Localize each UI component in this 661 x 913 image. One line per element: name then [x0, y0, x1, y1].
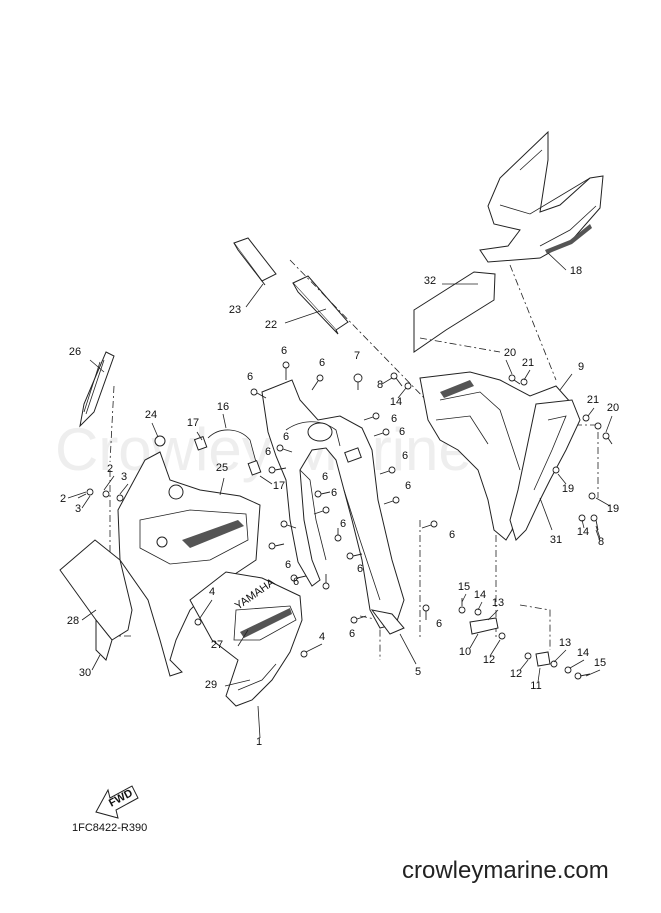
site-url: crowleymarine.com [402, 857, 609, 884]
upper-cowl-part-18 [479, 130, 604, 263]
callout-12: 12 [510, 668, 522, 680]
bracket-frame [261, 379, 405, 635]
callout-6: 6 [247, 371, 253, 383]
callout-4: 4 [319, 631, 325, 643]
callout-6: 6 [285, 559, 291, 571]
callout-15: 15 [458, 581, 470, 593]
callout-26: 26 [69, 346, 81, 358]
callout-6: 6 [265, 446, 271, 458]
inner-panel-part-31 [509, 399, 581, 541]
callout-30: 30 [79, 667, 91, 679]
callout-6: 6 [340, 518, 346, 530]
leader-lines [67, 359, 613, 677]
callout-14: 14 [577, 526, 589, 538]
callout-6: 6 [331, 487, 337, 499]
callout-20: 20 [504, 347, 516, 359]
callout-8: 8 [598, 536, 604, 548]
callout-16: 16 [217, 401, 229, 413]
callout-17: 17 [187, 417, 199, 429]
callout-17: 17 [273, 480, 285, 492]
callout-27: 27 [211, 639, 223, 651]
callout-11: 11 [530, 680, 541, 692]
callout-6: 6 [357, 563, 363, 575]
callout-6: 6 [402, 450, 408, 462]
callout-18: 18 [570, 265, 582, 277]
callout-8: 8 [377, 379, 383, 391]
callout-24: 24 [145, 409, 157, 421]
grommet-part-17 [193, 435, 262, 476]
callout-6: 6 [349, 628, 355, 640]
callout-23: 23 [229, 304, 241, 316]
callout-7: 7 [354, 350, 360, 362]
callout-29: 29 [205, 679, 217, 691]
callout-4: 4 [209, 586, 215, 598]
clip-part-24 [154, 435, 166, 447]
fwd-arrow-icon: FWD [95, 785, 139, 819]
trim-part-30 [95, 618, 113, 661]
callout-19: 19 [607, 503, 619, 515]
callout-6: 6 [436, 618, 442, 630]
callout-6: 6 [293, 576, 299, 588]
callout-6: 6 [399, 426, 405, 438]
callout-14: 14 [577, 647, 589, 659]
callout-10: 10 [459, 646, 471, 658]
callout-25: 25 [216, 462, 228, 474]
panel-part-32 [413, 271, 496, 353]
callout-20: 20 [607, 402, 619, 414]
callout-21: 21 [522, 357, 534, 369]
callout-14: 14 [390, 396, 402, 408]
callout-6: 6 [319, 357, 325, 369]
callout-6: 6 [405, 480, 411, 492]
callout-6: 6 [283, 431, 289, 443]
callout-6: 6 [391, 413, 397, 425]
callout-5: 5 [415, 666, 421, 678]
side-cowl-part-1 [189, 571, 303, 707]
callout-19: 19 [562, 483, 574, 495]
callout-14: 14 [474, 589, 486, 601]
fasteners [77, 361, 613, 683]
callout-2: 2 [107, 463, 113, 475]
callout-21: 21 [587, 394, 599, 406]
callout-31: 31 [550, 534, 562, 546]
pad-part-23 [233, 237, 277, 286]
watermark: Crowley Marine [55, 416, 472, 483]
callout-32: 32 [424, 275, 436, 287]
callout-15: 15 [594, 657, 606, 669]
callout-6: 6 [281, 345, 287, 357]
callout-6: 6 [449, 529, 455, 541]
pipe-part-16 [207, 429, 257, 463]
callout-13: 13 [559, 637, 571, 649]
callout-22: 22 [265, 319, 277, 331]
callout-12: 12 [483, 654, 495, 666]
pad-part-22 [292, 275, 349, 335]
callout-3: 3 [75, 503, 81, 515]
callout-1: 1 [256, 736, 262, 748]
callout-9: 9 [578, 361, 584, 373]
duct-part-26 [79, 351, 115, 428]
callout-3: 3 [121, 471, 127, 483]
callout-6: 6 [322, 471, 328, 483]
callout-2: 2 [60, 493, 66, 505]
callout-13: 13 [492, 597, 504, 609]
callout-28: 28 [67, 615, 79, 627]
diagram-code: 1FC8422-R390 [72, 822, 148, 834]
